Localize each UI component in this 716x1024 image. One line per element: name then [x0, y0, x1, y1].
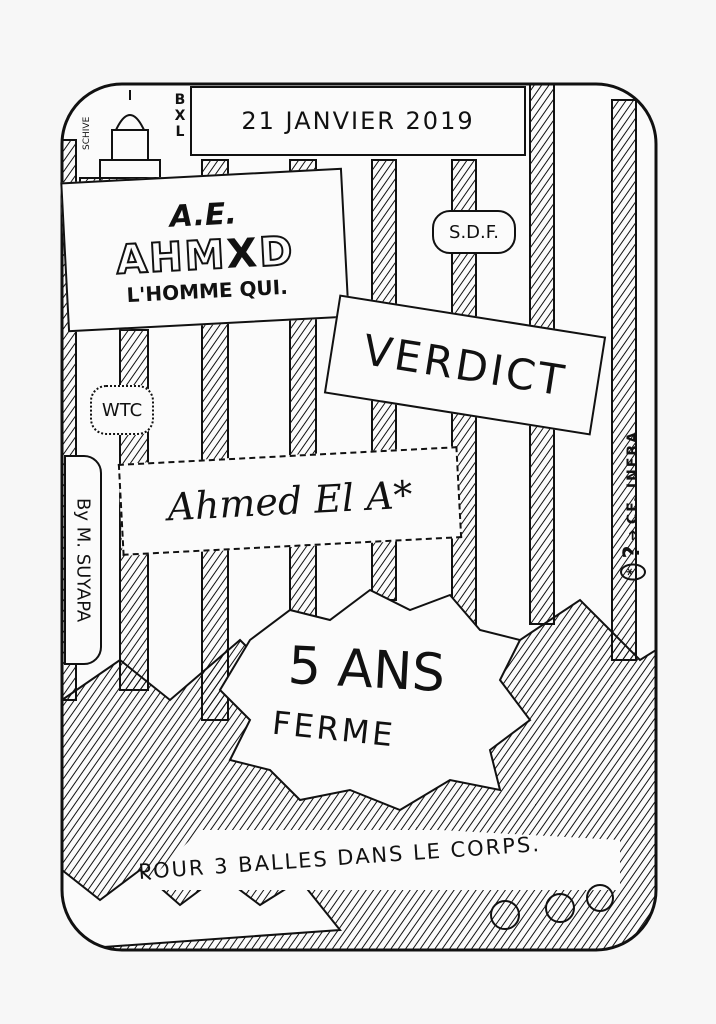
name-prefix: AHM — [114, 230, 229, 284]
initials: A.E. — [168, 195, 238, 235]
page-frame — [60, 82, 658, 952]
name-banner: Ahmed El A* — [117, 446, 463, 556]
cf-infra-text: CF. INFRA — [625, 430, 641, 525]
name-suffix: D — [257, 227, 297, 277]
side-note: * ? ➜ CF. INFRA — [620, 430, 646, 581]
city-label: BXL — [172, 92, 188, 140]
name-crossed: X — [225, 229, 261, 278]
main-name-sign: A.E. AHMXD L'HOMME QUI. — [60, 167, 350, 333]
date-sign: 21 JANVIER 2019 — [190, 86, 526, 156]
arrow-icon: ➜ — [625, 528, 641, 541]
verdict-text: VERDICT — [359, 324, 571, 406]
wtc-text: WTC — [101, 399, 143, 421]
sdf-text: S.D.F. — [449, 221, 499, 243]
building-caption: SCHIVE — [82, 116, 92, 150]
name-banner-text: Ahmed El A* — [166, 472, 414, 530]
sentence-years: 5 ANS — [286, 635, 447, 705]
author-text: By M. SUYAPA — [72, 497, 94, 623]
date-text: 21 JANVIER 2019 — [241, 107, 475, 135]
small-figures — [490, 884, 614, 930]
author-tag: By M. SUYAPA — [64, 455, 102, 665]
sdf-tag: S.D.F. — [432, 210, 516, 254]
wtc-tag: WTC — [90, 385, 154, 435]
question-mark: ? — [620, 545, 645, 559]
starburst — [218, 588, 532, 812]
asterisk-mark: * — [620, 563, 646, 581]
